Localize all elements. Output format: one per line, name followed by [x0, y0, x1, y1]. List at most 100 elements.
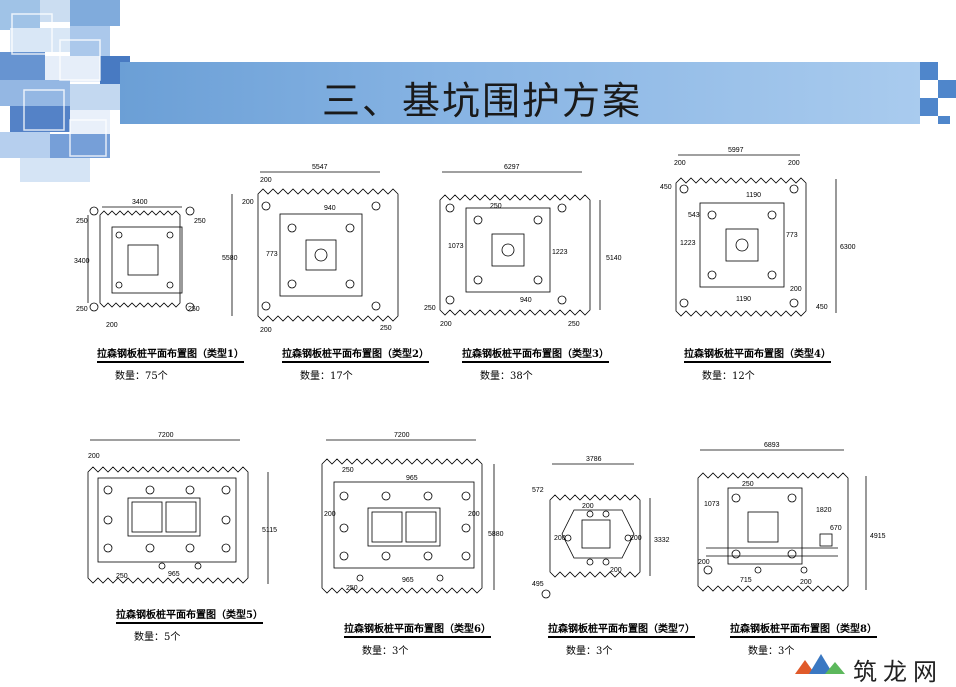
drawing-type-1: 3400 3400 250 250 200 250 250 [74, 199, 206, 329]
dim-label: 200 [242, 199, 254, 206]
dim-label: 1190 [746, 192, 761, 199]
dim-label: 250 [490, 203, 502, 210]
dim-label: 5580 [222, 255, 238, 262]
dim-label: 7200 [394, 432, 410, 439]
drawing-caption: 拉森钢板桩平面布置图（类型5） 数量：5个 [116, 606, 263, 643]
drawing-type-5: 7200 5115 200 250 965 [87, 432, 277, 584]
dim-label: 250 [76, 218, 88, 225]
caption-quantity: 数量：75个 [115, 371, 168, 382]
dim-label: 1223 [680, 240, 696, 247]
title-banner [120, 62, 920, 124]
dim-label: 200 [788, 160, 800, 167]
dim-label: 250 [188, 306, 200, 313]
dim-label: 1223 [552, 249, 568, 256]
dim-label: 250 [116, 573, 128, 580]
caption-title: 拉森钢板桩平面布置图（类型3） [462, 345, 609, 363]
decorative-square [920, 62, 938, 80]
dim-label: 200 [790, 286, 802, 293]
caption-quantity: 数量：38个 [480, 371, 533, 382]
caption-quantity: 数量：3个 [748, 646, 795, 657]
decorative-cubes [0, 0, 130, 182]
drawing-type-8: 6893 4915 1073 250 1820 670 200 715 200 [697, 442, 886, 592]
dim-label: 250 [194, 218, 206, 225]
dim-label: 200 [582, 503, 594, 510]
dim-label: 200 [260, 177, 272, 184]
caption-title: 拉森钢板桩平面布置图（类型8） [730, 620, 877, 638]
drawing-caption: 拉森钢板桩平面布置图（类型7） 数量：3个 [548, 620, 695, 657]
caption-title: 拉森钢板桩平面布置图（类型4） [684, 345, 831, 363]
logo-icon [795, 654, 845, 674]
dim-label: 3786 [586, 456, 602, 463]
dim-label: 572 [532, 487, 544, 494]
decorative-square [920, 98, 938, 116]
dim-label: 3400 [132, 199, 148, 206]
dim-label: 200 [698, 559, 710, 566]
drawing-type-4: 5997 6300 200 200 450 1190 543 773 1223 … [660, 147, 856, 317]
dim-label: 250 [342, 467, 354, 474]
dim-label: 773 [786, 232, 798, 239]
dim-label: 200 [554, 535, 566, 542]
drawing-caption: 拉森钢板桩平面布置图（类型6） 数量：3个 [344, 620, 491, 657]
dim-label: 940 [324, 205, 336, 212]
dim-label: 495 [532, 581, 544, 588]
dim-label: 1073 [448, 243, 464, 250]
caption-title: 拉森钢板桩平面布置图（类型5） [116, 606, 263, 624]
decorative-square [938, 116, 950, 124]
dim-label: 5115 [262, 527, 277, 534]
page-title: 三、基坑围护方案 [322, 79, 643, 123]
drawing-type-3: 6297 5140 250 1073 1223 940 250 200 250 [424, 164, 622, 328]
dim-label: 450 [660, 184, 672, 191]
caption-quantity: 数量：3个 [362, 646, 409, 657]
caption-title: 拉森钢板桩平面布置图（类型2） [282, 345, 429, 363]
drawing-caption: 拉森钢板桩平面布置图（类型1） 数量：75个 [97, 345, 244, 382]
dim-label: 1190 [736, 296, 751, 303]
dim-label: 965 [168, 571, 180, 578]
dim-label: 200 [468, 511, 480, 518]
dim-label: 200 [260, 327, 272, 334]
drawing-type-7: 3786 3332 572 200 200 200 200 495 [532, 456, 670, 599]
dim-label: 200 [88, 453, 100, 460]
dim-label: 250 [346, 585, 358, 592]
drawing-type-2: 5547 5580 200 200 940 773 200 250 [222, 164, 399, 334]
dim-label: 200 [674, 160, 686, 167]
dim-label: 250 [380, 325, 392, 332]
dim-label: 200 [324, 511, 336, 518]
caption-title: 拉森钢板桩平面布置图（类型6） [344, 620, 491, 638]
dim-label: 250 [568, 321, 580, 328]
dim-label: 250 [76, 306, 88, 313]
caption-quantity: 数量：17个 [300, 371, 353, 382]
dim-label: 5880 [488, 531, 504, 538]
drawing-type-6: 7200 5880 250 965 200 200 965 250 [321, 432, 504, 594]
caption-title: 拉森钢板桩平面布置图（类型7） [548, 620, 695, 638]
dim-label: 715 [740, 577, 752, 584]
drawing-caption: 拉森钢板桩平面布置图（类型4） 数量：12个 [684, 345, 831, 382]
logo-text: 筑龙网 [853, 658, 943, 686]
caption-quantity: 数量：12个 [702, 371, 755, 382]
dim-label: 1073 [704, 501, 720, 508]
dim-label: 3332 [654, 537, 670, 544]
dim-label: 543 [688, 212, 700, 219]
dim-label: 773 [266, 251, 278, 258]
brand-logo: 筑龙网 [795, 650, 956, 686]
dim-label: 5997 [728, 147, 744, 154]
drawing-caption: 拉森钢板桩平面布置图（类型3） 数量：38个 [462, 345, 609, 382]
dim-label: 200 [630, 535, 642, 542]
dim-label: 6300 [840, 244, 856, 251]
dim-label: 940 [520, 297, 532, 304]
decorative-square [938, 80, 956, 98]
dim-label: 965 [402, 577, 414, 584]
dim-label: 5140 [606, 255, 622, 262]
dim-label: 1820 [816, 507, 832, 514]
dim-label: 250 [742, 481, 754, 488]
dim-label: 6297 [504, 164, 520, 171]
dim-label: 200 [440, 321, 452, 328]
dim-label: 200 [106, 322, 118, 329]
dim-label: 7200 [158, 432, 174, 439]
dim-label: 200 [800, 579, 812, 586]
dim-label: 4915 [870, 533, 886, 540]
dim-label: 6893 [764, 442, 780, 449]
dim-label: 5547 [312, 164, 328, 171]
dim-label: 200 [610, 567, 622, 574]
drawing-caption: 拉森钢板桩平面布置图（类型8） 数量：3个 [730, 620, 877, 657]
dim-label: 965 [406, 475, 418, 482]
